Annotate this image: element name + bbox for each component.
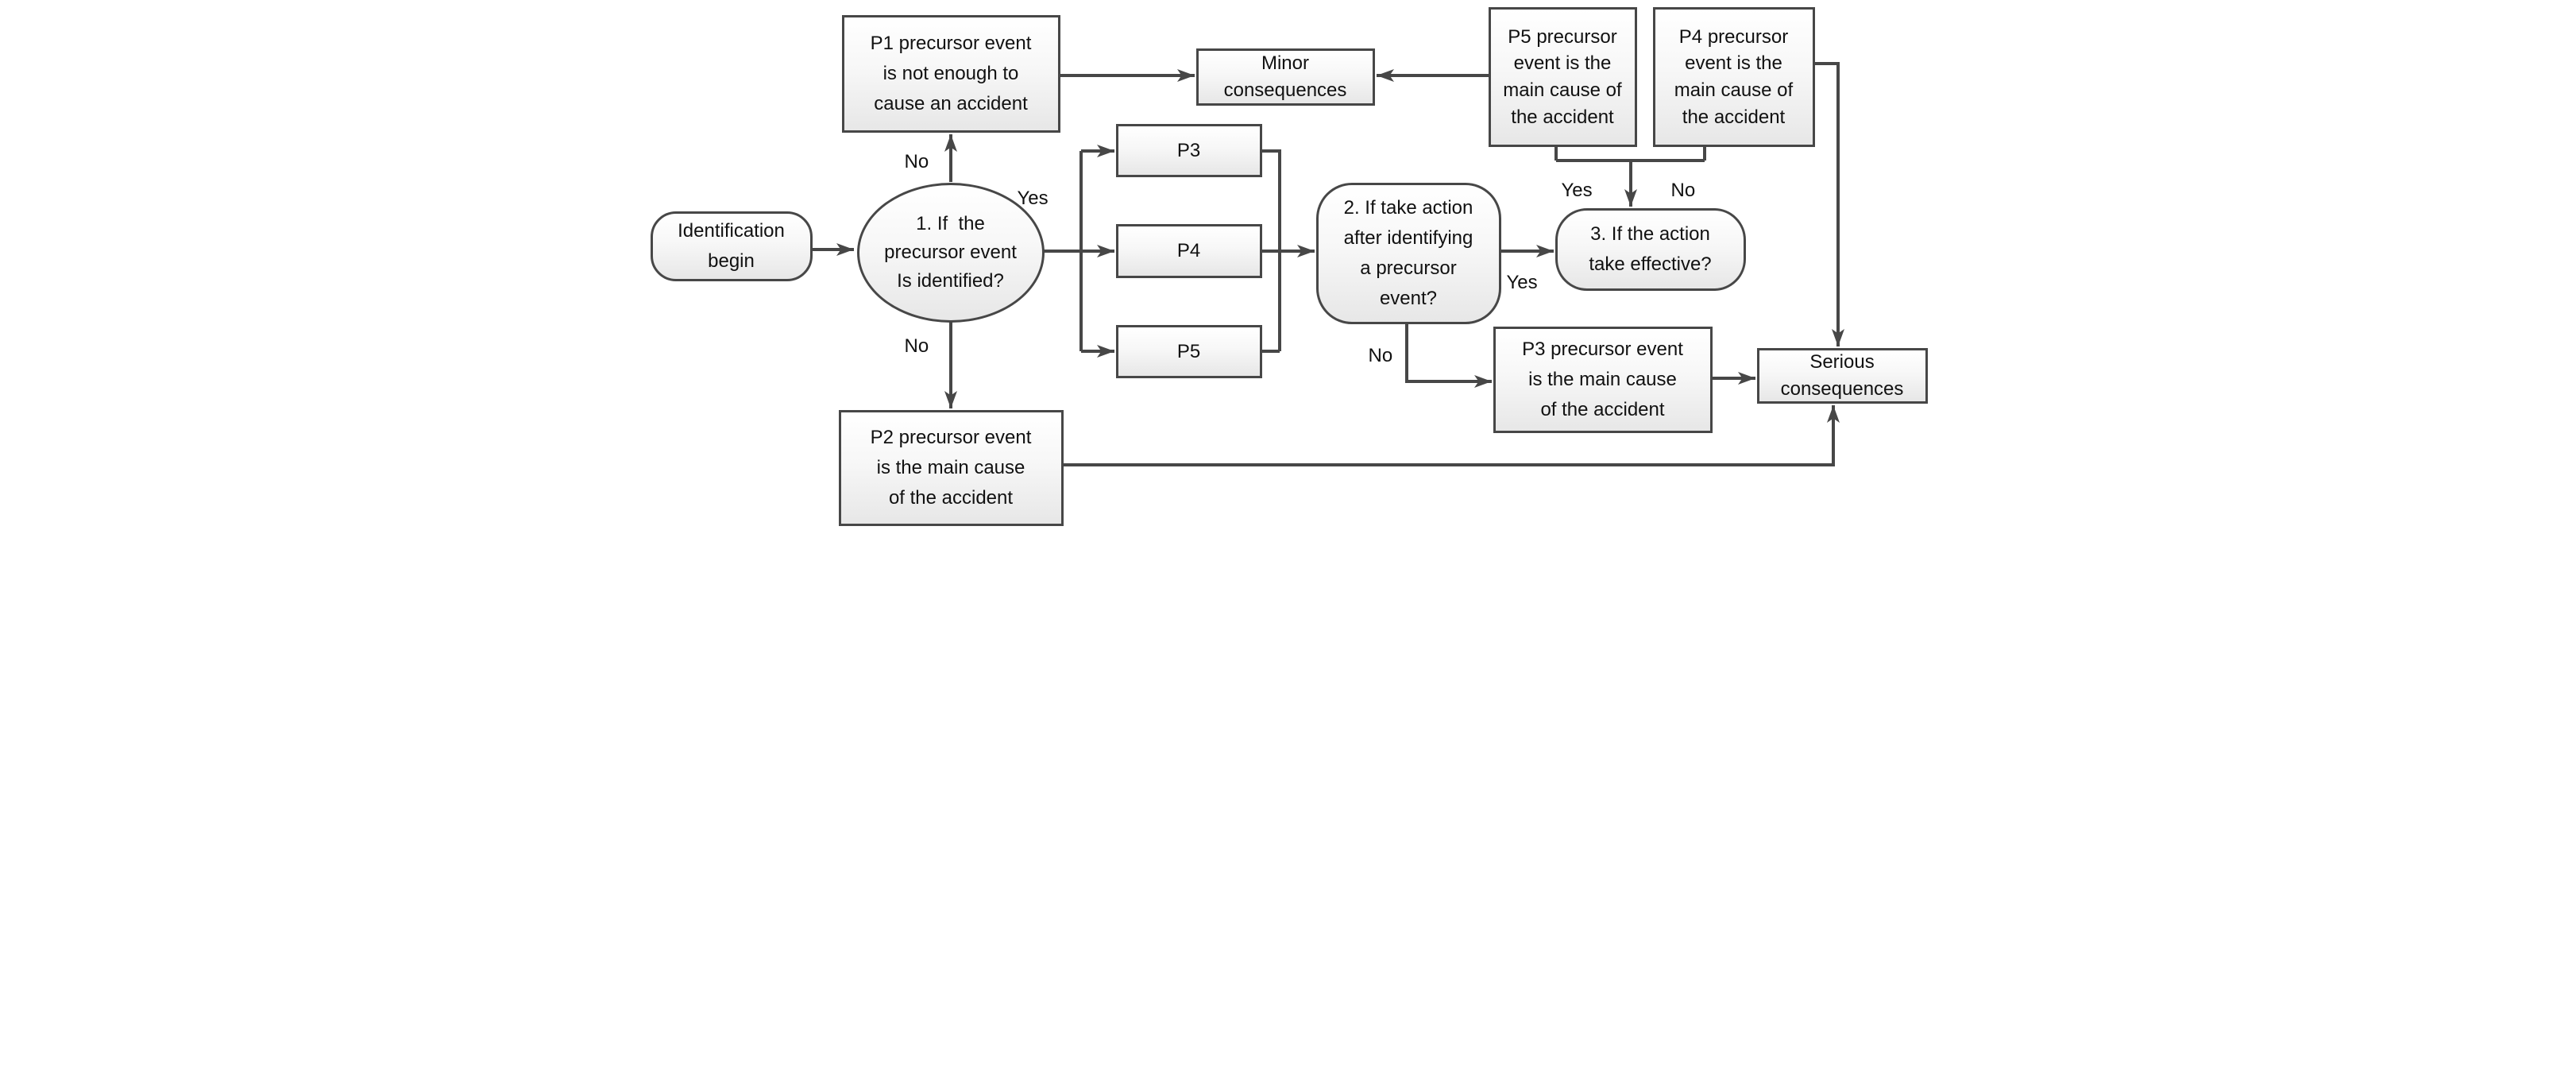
flowchart-canvas: Identification begin 1. If the precursor… <box>643 0 1933 534</box>
arrow-p2-to-serious-bottom <box>1063 405 1840 466</box>
edge-label-yes-branch: Yes <box>1017 188 1049 209</box>
edge-label-no-d3: No <box>1670 180 1696 201</box>
p3-cause-box: P3 precursor event is the main cause of … <box>1493 327 1713 433</box>
minor-consequences-box: Minor consequences <box>1195 48 1375 106</box>
serious-consequences-box: Serious consequences <box>1756 348 1928 404</box>
edge-label-no-to-p2: No <box>904 335 929 357</box>
p5-box: P5 <box>1115 325 1262 378</box>
start-node: Identification begin <box>650 211 813 281</box>
decision-1-ellipse: 1. If the precursor event Is identified? <box>856 183 1045 323</box>
merge-p3-p5-feeder <box>1261 149 1281 353</box>
branch-decision1-yes-feeder <box>1043 151 1083 351</box>
edge-label-yes-d2-d3: Yes <box>1506 272 1538 293</box>
arrow-decision2-no-to-p3cause <box>1404 324 1492 388</box>
edge-label-no-to-p1: No <box>904 151 929 172</box>
edge-label-no-d2: No <box>1368 345 1393 366</box>
p4-cause-box: P4 precursor event is the main cause of … <box>1652 7 1815 147</box>
edge-label-yes-d3: Yes <box>1561 180 1593 201</box>
p1-outcome-box: P1 precursor event is not enough to caus… <box>841 15 1060 133</box>
p3-box: P3 <box>1115 124 1262 177</box>
decision-2-box: 2. If take action after identifying a pr… <box>1315 183 1501 324</box>
decision-3-box: 3. If the action take effective? <box>1554 208 1746 291</box>
p4-box: P4 <box>1115 224 1262 278</box>
p2-cause-box: P2 precursor event is the main cause of … <box>838 410 1064 526</box>
arrow-p4cause-to-serious-top <box>1814 62 1844 346</box>
p5-cause-box: P5 precursor event is the main cause of … <box>1488 7 1637 147</box>
